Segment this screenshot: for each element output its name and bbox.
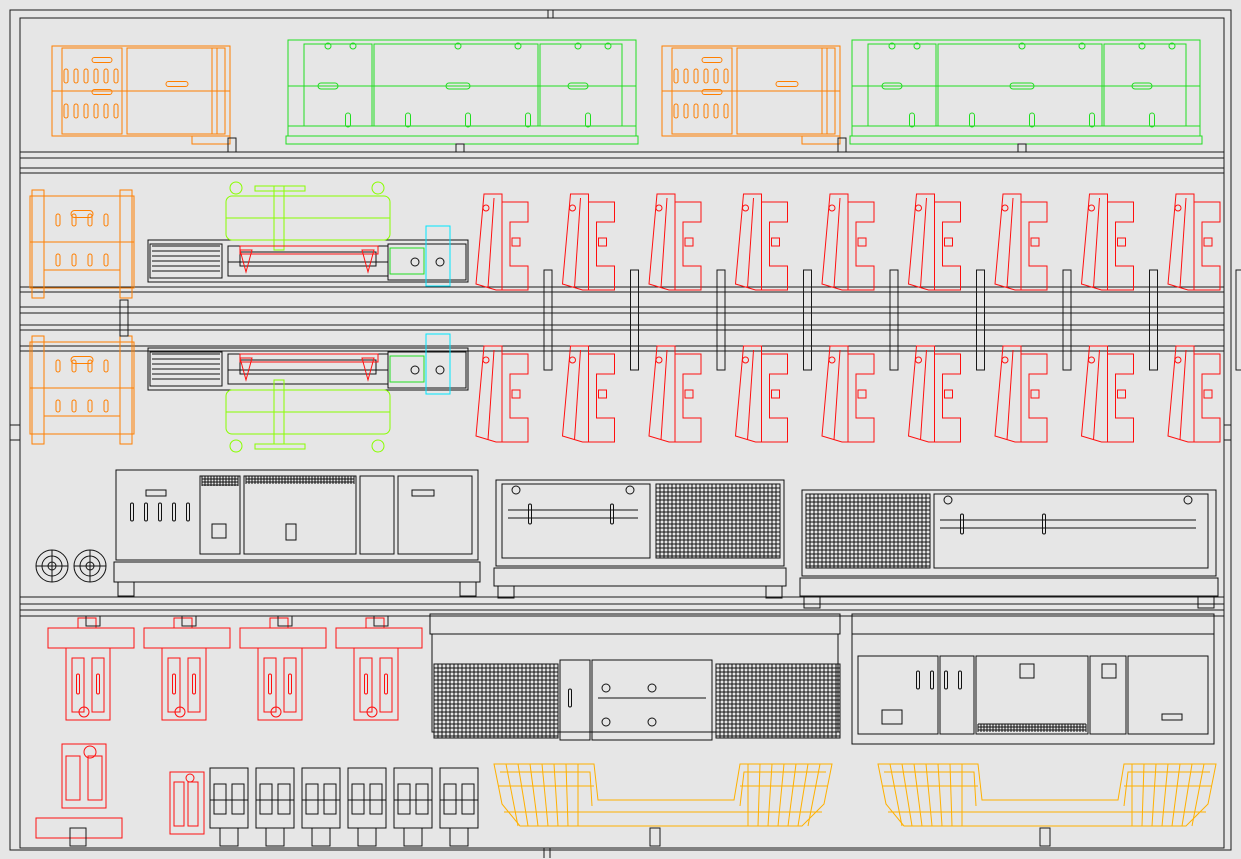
row1-legs	[228, 138, 1026, 152]
red-bracket-lower-9	[1168, 346, 1220, 442]
orange-jig-right	[662, 46, 840, 144]
black-assembly-lower-lime	[226, 380, 390, 452]
drawing-frame	[10, 10, 1231, 858]
black-terminals	[210, 768, 478, 846]
row5-legs	[86, 616, 388, 626]
red-clamp-2	[144, 618, 230, 720]
bracket-columns	[544, 270, 1241, 370]
red-bracket-lower-2	[563, 346, 615, 442]
black-cabinet-row5-b	[852, 614, 1214, 744]
red-bracket-upper-8	[1082, 194, 1134, 290]
black-assembly-lower-green	[390, 356, 424, 382]
green-jig-left	[286, 40, 638, 144]
red-bracket-upper-7	[995, 194, 1047, 290]
orange-block-legs	[120, 300, 128, 336]
red-clamp-1	[48, 618, 134, 720]
black-cabinet-row4-c	[800, 490, 1218, 608]
black-cabinet-row4-b	[494, 480, 786, 598]
red-bracket-lower-1	[476, 346, 528, 442]
red-bracket-upper-6	[909, 194, 961, 290]
red-bracket-upper-3	[649, 194, 701, 290]
black-assembly-upper-green	[390, 248, 424, 274]
red-bracket-lower-6	[909, 346, 961, 442]
orange-block-lower	[30, 336, 134, 444]
red-clamp-4	[336, 618, 422, 720]
black-assembly-upper-lime	[226, 182, 390, 250]
round-connectors	[36, 550, 106, 582]
red-bracket-upper-2	[563, 194, 615, 290]
orange-block-upper	[30, 190, 134, 298]
red-bracket-lower-4	[736, 346, 788, 442]
red-bracket-lower-8	[1082, 346, 1134, 442]
black-assembly-upper	[148, 240, 468, 282]
red-clamp-3	[240, 618, 326, 720]
red-bracket-upper-1	[476, 194, 528, 290]
black-cabinet-row5-a	[430, 614, 840, 740]
red-clamp-small-1	[36, 744, 122, 838]
orange-jig-left	[52, 46, 230, 144]
yellow-tray-legs	[650, 828, 1050, 846]
black-assembly-lower-red	[240, 354, 378, 380]
black-assembly-lower-cyan	[426, 334, 450, 394]
black-assembly-upper-cyan	[426, 226, 450, 286]
green-jig-right	[850, 40, 1202, 144]
drawing-root	[10, 10, 1241, 858]
yellow-tray-left	[494, 764, 832, 826]
yellow-tray-right	[878, 764, 1216, 826]
black-assembly-upper-red	[240, 246, 378, 272]
red-bracket-upper-5	[822, 194, 874, 290]
red-clamp-small-2	[170, 772, 204, 834]
red-bracket-upper-9	[1168, 194, 1220, 290]
red-bracket-lower-7	[995, 346, 1047, 442]
red-bracket-lower-3	[649, 346, 701, 442]
red-bracket-lower-5	[822, 346, 874, 442]
black-cabinet-row4-a	[114, 470, 480, 596]
red-clamp-small-1-stem	[70, 828, 86, 846]
red-bracket-upper-4	[736, 194, 788, 290]
